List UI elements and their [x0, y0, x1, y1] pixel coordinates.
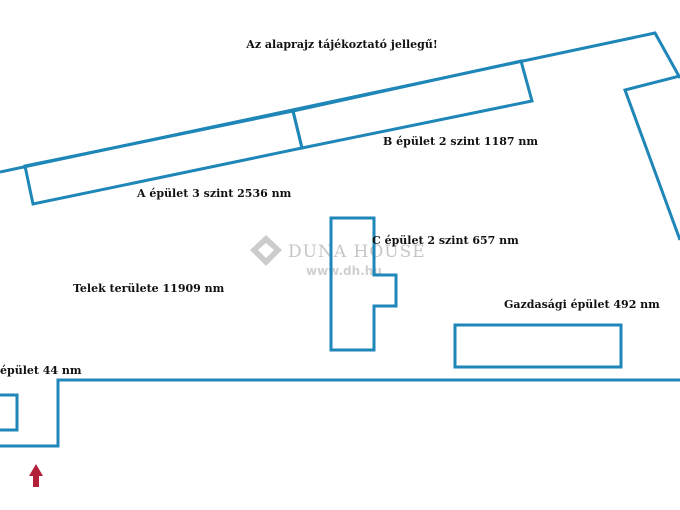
plot-boundary-bottom [0, 378, 680, 448]
diamond-logo-icon [250, 235, 282, 266]
building-b-outline [291, 59, 534, 150]
plot-area-label: Telek területe 11909 nm [73, 282, 225, 295]
building-c-label: C épület 2 szint 657 nm [372, 234, 519, 247]
building-a-label: A épület 3 szint 2536 nm [136, 187, 292, 200]
watermark: DUNA HOUSE www.dh.hu [250, 235, 426, 278]
watermark-brand: DUNA HOUSE [288, 242, 426, 262]
notice-text: Az alaprajz tájékoztató jellegű! [245, 38, 437, 51]
plot-boundary-right [623, 74, 680, 241]
farm-building-outline [453, 323, 623, 369]
watermark-url: www.dh.hu [306, 264, 382, 278]
building-b-label: B épület 2 szint 1187 nm [383, 135, 538, 148]
building-c-outline [329, 216, 398, 352]
small-building-outline [0, 393, 19, 432]
farm-building-label: Gazdasági épület 492 nm [504, 298, 660, 311]
small-building-label: épület 44 nm [0, 364, 82, 377]
up-arrow-icon [29, 464, 43, 487]
